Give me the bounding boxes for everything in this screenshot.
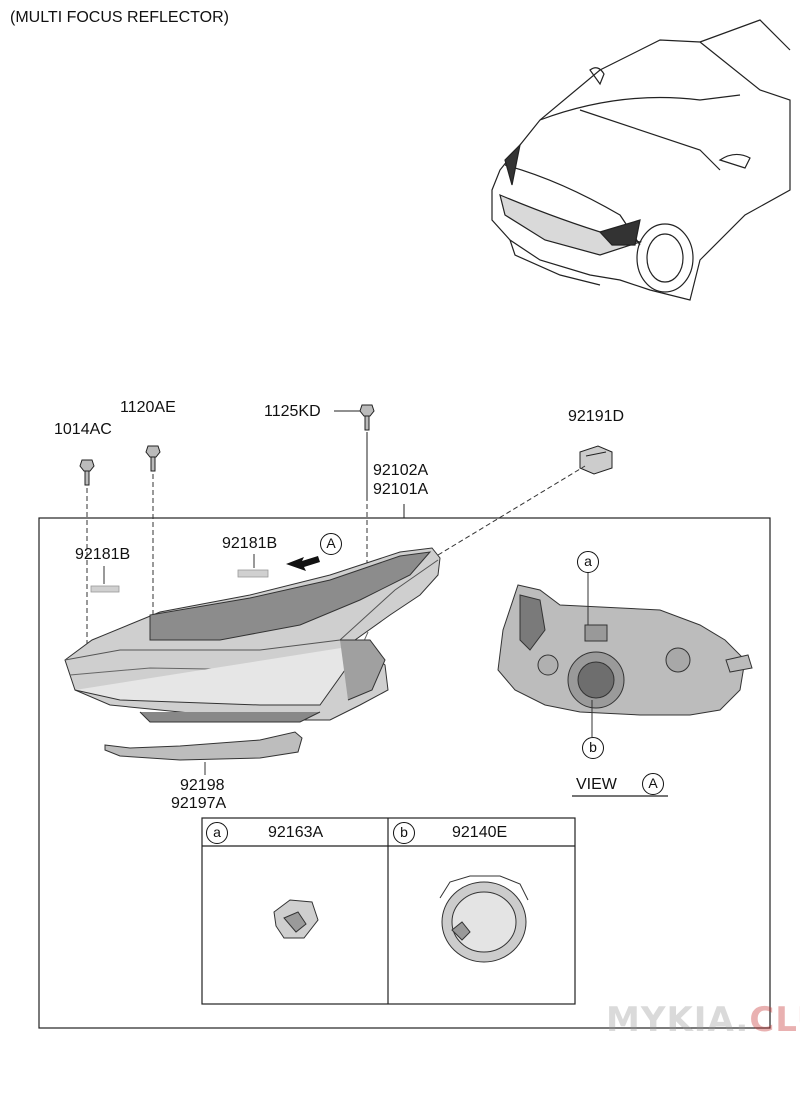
rear-view-housing	[497, 584, 753, 716]
label-92181b-mid-part	[237, 569, 269, 578]
bolt-1014ac	[79, 459, 95, 486]
part-92140e-drawing	[439, 875, 529, 963]
watermark-part2: CLUB	[749, 1000, 800, 1040]
bolt-1125kd	[359, 404, 375, 431]
part-label-92101a: 92101A	[373, 481, 429, 498]
part-label-1125kd: 1125KD	[264, 403, 321, 420]
callout-circle-a-rear: a	[577, 551, 599, 573]
table-part-92163a: 92163A	[268, 824, 324, 841]
bolt-1120ae	[145, 445, 161, 472]
callout-circle-b-rear: b	[582, 737, 604, 759]
leader-lines	[86, 432, 586, 650]
callout-circle-a-view: A	[320, 533, 342, 555]
connector-92191d	[579, 445, 613, 475]
view-label: VIEW	[576, 776, 617, 793]
part-label-92181b-left: 92181B	[75, 546, 131, 563]
headlamp-assembly	[64, 547, 441, 723]
part-label-92181b-mid: 92181B	[222, 535, 278, 552]
part-label-92102a: 92102A	[373, 462, 429, 479]
diagram-title: (MULTI FOCUS REFLECTOR)	[10, 9, 229, 26]
part-label-92198: 92198	[180, 777, 225, 794]
table-part-92140e: 92140E	[452, 824, 508, 841]
watermark-part1: MYKIA.	[606, 1000, 750, 1040]
bracket-92198	[104, 731, 303, 761]
watermark: MYKIA.CLUB	[606, 1000, 800, 1040]
part-label-1120ae: 1120AE	[120, 399, 176, 416]
view-arrow	[286, 556, 320, 571]
view-letter-circle: A	[642, 773, 664, 795]
part-92163a-drawing	[273, 899, 319, 939]
table-circle-b: b	[393, 822, 415, 844]
car-illustration	[491, 19, 791, 301]
label-92181b-left-part	[90, 585, 120, 593]
table-circle-a: a	[206, 822, 228, 844]
detail-table	[201, 817, 576, 1005]
part-label-92197a: 92197A	[171, 795, 227, 812]
part-label-1014ac: 1014AC	[54, 421, 112, 438]
part-label-92191d: 92191D	[568, 408, 625, 425]
